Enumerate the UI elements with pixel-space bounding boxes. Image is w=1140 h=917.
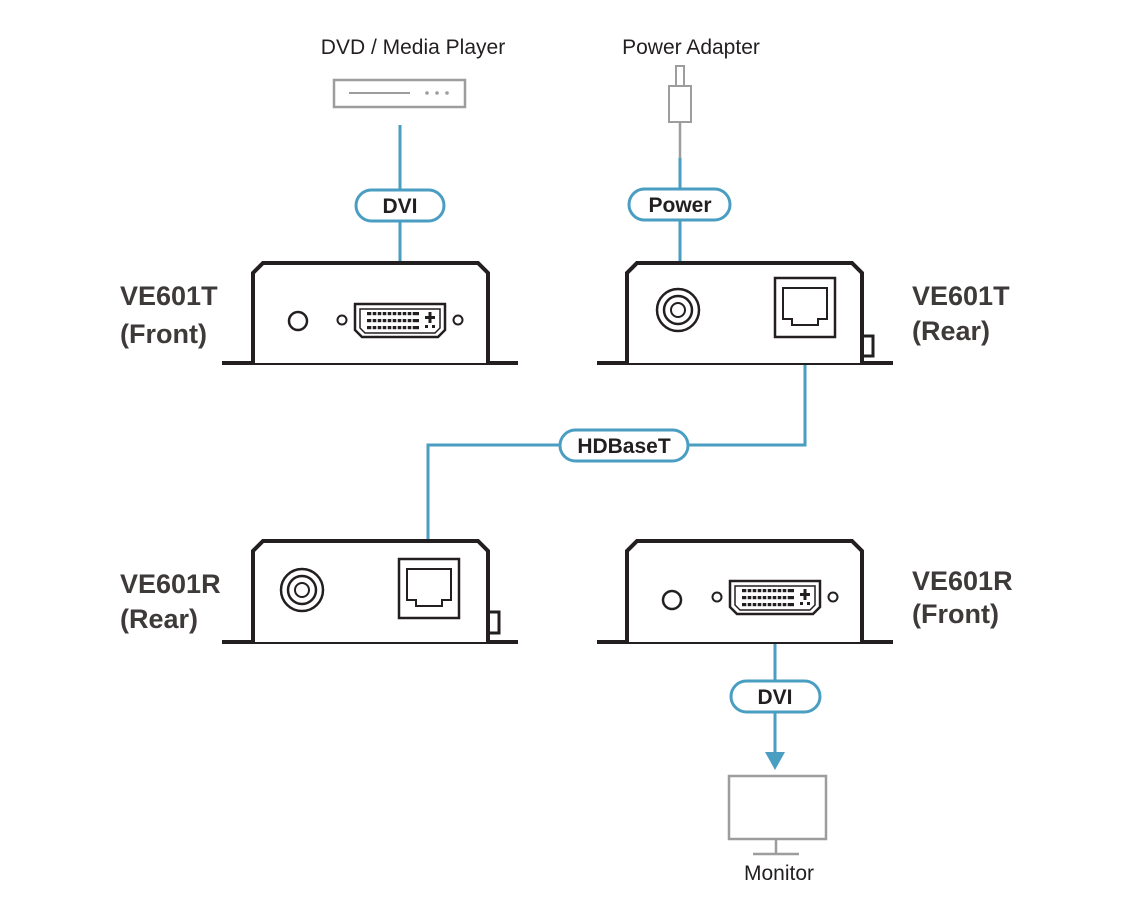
ve601r-front-unit [597, 539, 893, 644]
hdbaset-badge: HDBaseT [558, 428, 690, 463]
power-adapter-label: Power Adapter [622, 36, 760, 59]
ve601t-front-model: VE601T [120, 281, 218, 311]
rj45-port-icon [397, 557, 461, 620]
svg-text:DVI: DVI [757, 686, 792, 709]
ve601t-front-unit [222, 261, 518, 365]
svg-text:Power: Power [648, 194, 711, 217]
dvi-port-icon [711, 579, 839, 616]
ve601r-rear-model: VE601R [120, 569, 221, 599]
svg-text:DVI: DVI [382, 195, 417, 218]
ve601r-rear-unit [222, 539, 518, 644]
ve601t-front-side: (Front) [120, 319, 207, 349]
svg-text:HDBaseT: HDBaseT [577, 435, 671, 458]
ve601r-rear-side: (Rear) [120, 604, 198, 634]
led-indicator-icon [661, 589, 683, 611]
led-indicator-icon [287, 310, 309, 332]
dvi-in-badge: DVI [354, 188, 446, 223]
ve601t-rear-unit [597, 261, 893, 365]
ve601t-rear-side: (Rear) [912, 316, 990, 346]
dvi-out-arrow-icon [765, 752, 785, 770]
media-player-label: DVD / Media Player [321, 36, 505, 59]
dvi-port-icon [336, 302, 464, 339]
monitor-label: Monitor [744, 862, 814, 885]
monitor-icon [727, 774, 828, 856]
rj45-port-icon [773, 276, 837, 339]
power-jack-icon [655, 287, 701, 333]
ve601r-front-model: VE601R [912, 566, 1013, 596]
power-badge: Power [627, 187, 732, 222]
power-jack-icon [279, 567, 325, 613]
ve601t-rear-model: VE601T [912, 281, 1010, 311]
ve601r-front-side: (Front) [912, 599, 999, 629]
power-adapter-icon [668, 65, 692, 158]
dvi-out-badge: DVI [729, 679, 822, 714]
media-player-icon [332, 78, 467, 109]
